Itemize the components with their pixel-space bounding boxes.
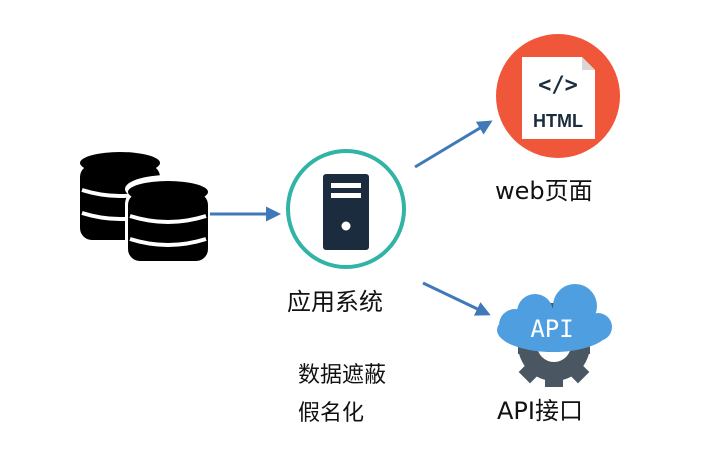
web-page-label: web页面 — [495, 177, 593, 205]
api-cloud-text: API — [530, 315, 573, 343]
html-icon: </> HTML — [496, 34, 620, 158]
api-icon: API — [497, 284, 612, 387]
html-code-glyph: </> — [538, 73, 578, 98]
database-icon — [80, 152, 211, 264]
arrow-app-to-api — [422, 281, 491, 316]
cloud-icon — [497, 284, 612, 352]
note-pseudonymization: 假名化 — [298, 401, 365, 426]
arrow-app-to-web — [414, 120, 493, 169]
app-system-label: 应用系统 — [287, 288, 383, 316]
html-badge-text: HTML — [533, 111, 583, 131]
note-data-masking: 数据遮蔽 — [298, 363, 387, 388]
api-label: API接口 — [497, 397, 583, 425]
server-icon — [286, 149, 406, 269]
